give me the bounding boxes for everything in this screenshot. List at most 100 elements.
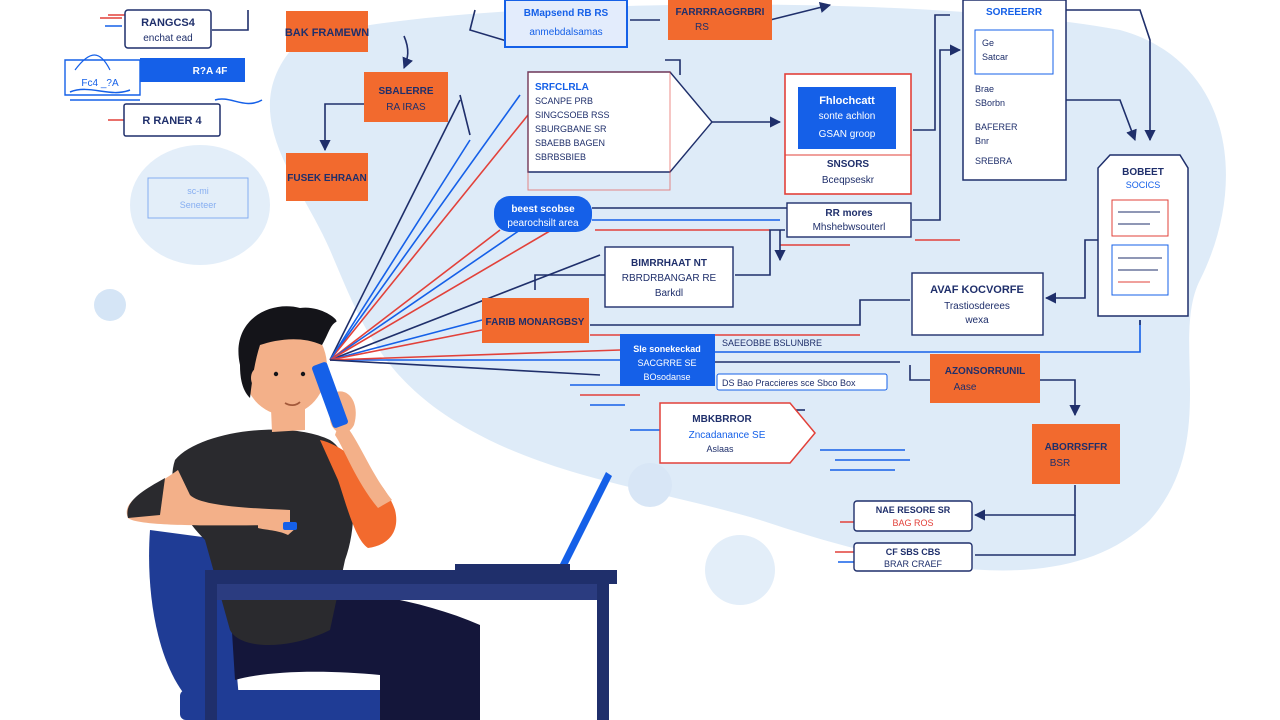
node-top-blue[interactable]: BMapsend RB RS anmebdalsamas (504, 0, 628, 48)
decor-dot (94, 289, 126, 321)
node-orange-rr[interactable]: ABORRSFFR BSR (1032, 424, 1120, 484)
node-mid-document-row: SCANPE PRB (535, 96, 593, 106)
node-boeet-subtitle: SOCICS (1126, 180, 1161, 190)
node-mbtrbeor-title: MBKBRROR (692, 414, 752, 425)
node-mid-document[interactable]: SRFCLRLA SCANPE PRB SINGCSOEB RSS SBURGB… (527, 71, 713, 191)
node-top-orange-title: FARRRRAGGRBRI (676, 7, 765, 18)
node-tall-document-row: SBorbn (975, 98, 1005, 108)
node-avar-subtitle: Trastiosderees (944, 301, 1010, 312)
node-mbtrbeor-caption: Aslaas (706, 444, 734, 454)
ear (251, 368, 265, 388)
node-tall-document-header: SOREEERR (986, 7, 1043, 18)
inline-label: DS Bao Praccieres sce Sbco Box (722, 378, 856, 388)
decor-dot (628, 463, 672, 507)
node-tall-document-row: Bnr (975, 136, 989, 146)
node-mid-document-row: SBRBSBIEB (535, 152, 586, 162)
node-rr-mores-subtitle: Mhshebwsouterl (813, 222, 886, 233)
node-framed-card-subtitle: sonte achlon (819, 111, 876, 122)
node-marchbarg-label: FARIB MONARGBSY (486, 317, 585, 328)
eye (273, 371, 279, 377)
desk-leg (597, 584, 609, 720)
node-tall-document-row: SREBRA (975, 156, 1012, 166)
laptop-screen (558, 472, 612, 568)
node-avar-title: AVAF KOCVORFE (930, 284, 1024, 296)
node-framed-card-footnote: Bceqpseskr (822, 175, 875, 186)
desk-panel (217, 584, 597, 600)
node-blue-box2-title: Sle sonekeckad (633, 344, 701, 354)
node-ranges[interactable]: RANGCS4 enchat ead (124, 9, 212, 49)
node-blue-box2-subtitle: SACGRRE SE (637, 358, 696, 368)
node-tall-document[interactable]: SOREEERR Ge Satcar Brae SBorbn BAFERER B… (962, 0, 1067, 181)
node-ranker[interactable]: R RANER 4 (123, 103, 221, 137)
left-blue-tag[interactable]: R?A 4F (140, 58, 245, 82)
node-framed-card[interactable]: Fhlochcatt sonte achlon GSAN groop SNSOR… (784, 73, 912, 195)
node-ranker-label: R RANER 4 (142, 115, 202, 127)
node-mid-document-row: SBURGBANE SR (535, 124, 607, 134)
faint-card-line2: Seneteer (180, 200, 217, 210)
node-avar[interactable]: AVAF KOCVORFE Trastiosderees wexa (911, 272, 1044, 336)
decor-dot (705, 535, 775, 605)
hand (258, 516, 296, 535)
node-rr-mores-title: RR mores (825, 208, 873, 219)
inline-label-group: SAEEOBBE BSLUNBRE DS Bao Praccieres sce … (716, 338, 888, 391)
node-avar-caption: wexa (964, 315, 989, 326)
node-pill-subtitle: pearochsilt area (507, 218, 579, 229)
node-mbtrbeor[interactable]: MBKBRROR Zncadanance SE Aslaas (659, 402, 816, 464)
node-top-orange[interactable]: FARRRRAGGRBRI RS (668, 0, 772, 40)
background-blob-small (130, 145, 270, 265)
node-fbse-label: FUSEK EHRAAN (287, 173, 366, 184)
node-top-blue-subtitle: anmebdalsamas (529, 27, 602, 38)
node-backframe[interactable]: BAK FRAMEWN (285, 11, 369, 52)
node-marchbarg[interactable]: FARIB MONARGBSY (482, 298, 589, 343)
desk-top (205, 570, 617, 584)
node-mid-box-subtitle: RBRDRBANGAR RE (622, 273, 717, 284)
right-arm (320, 440, 397, 548)
node-tall-document-row: BAFERER (975, 122, 1018, 132)
person-illustration (126, 306, 617, 720)
node-nae-title: NAE RESORE SR (876, 505, 951, 515)
node-cbe-title: CF SBS CBS (886, 547, 941, 557)
left-scribble-card: Fc4 _?A (64, 54, 141, 96)
node-orange-r-subtitle: Aase (954, 382, 977, 393)
left-scribble-label: Fc4 _?A (81, 78, 119, 89)
node-pill[interactable]: beest scobse pearochsilt area (494, 196, 592, 232)
node-tall-document-row: Ge (982, 38, 994, 48)
node-mid-document-title: SRFCLRLA (535, 82, 589, 93)
node-rr-mores[interactable]: RR mores Mhshebwsouterl (786, 202, 912, 238)
left-blue-tag-label: R?A 4F (193, 66, 228, 77)
node-sbaber-title: SBALERRE (378, 86, 433, 97)
node-mid-box-title: BIMRRHAAT NT (631, 258, 707, 269)
node-mid-box[interactable]: BIMRRHAAT NT RBRDRBANGAR RE Barkdl (604, 246, 734, 308)
node-orange-r[interactable]: AZONSORRUNIL Aase (930, 354, 1040, 403)
node-cbe-subtitle: BRAR CRAEF (884, 559, 943, 569)
node-pill-title: beest scobse (511, 204, 575, 215)
faint-card: sc-mi Seneteer (147, 177, 249, 219)
node-top-blue-title: BMapsend RB RS (524, 8, 609, 19)
eye (300, 371, 306, 377)
node-fbse[interactable]: FUSEK EHRAAN (286, 153, 368, 201)
inline-label: SAEEOBBE BSLUNBRE (722, 338, 822, 348)
decorative-lines (69, 17, 910, 563)
node-nae[interactable]: NAE RESORE SR BAG ROS (853, 500, 973, 532)
desk-leg (205, 584, 217, 720)
node-boeet[interactable]: BOBEET SOCICS (1097, 154, 1189, 317)
node-framed-card-title: Fhlochcatt (819, 95, 875, 107)
node-mid-document-row: SINGCSOEB RSS (535, 110, 610, 120)
node-orange-r-title: AZONSORRUNIL (945, 366, 1026, 377)
node-sbaber-subtitle: RA IRAS (386, 102, 426, 113)
node-blue-box2[interactable]: Sle sonekeckad SACGRRE SE BOsodanse (620, 334, 715, 386)
phone (312, 362, 348, 428)
connector-lines (108, 2, 1156, 556)
node-boeet-title: BOBEET (1122, 167, 1164, 178)
node-mid-box-caption: Barkdl (655, 288, 683, 299)
hair (238, 306, 337, 398)
node-ranges-subtitle: enchat ead (143, 33, 193, 44)
node-sbaber[interactable]: SBALERRE RA IRAS (364, 72, 448, 122)
node-cbe[interactable]: CF SBS CBS BRAR CRAEF (853, 542, 973, 572)
node-framed-card-caption: GSAN groop (819, 129, 876, 140)
node-backframe-label: BAK FRAMEWN (285, 27, 369, 39)
chair-seat (180, 690, 390, 720)
node-tall-document-row: Brae (975, 84, 994, 94)
node-ranges-title: RANGCS4 (141, 17, 196, 29)
